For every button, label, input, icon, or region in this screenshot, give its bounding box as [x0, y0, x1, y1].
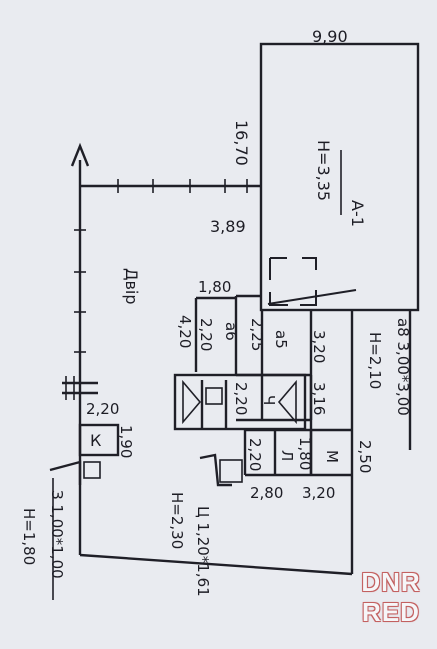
yard-boundary [62, 142, 354, 576]
ts-label: Ц 1,20*1,61 [194, 506, 212, 597]
ch-dim: 2,20 [232, 382, 250, 415]
dim-3-16: 3,16 [310, 382, 328, 415]
a6-label: а6 [222, 322, 240, 341]
building-a1 [259, 42, 420, 312]
ch-label: Ч [260, 395, 278, 405]
dim-4-20: 4,20 [176, 315, 194, 348]
a1-label: А-1 [348, 200, 367, 227]
dim-3-89: 3,89 [210, 217, 246, 236]
h-2-30: H=2,30 [168, 492, 186, 549]
m-label: М [323, 450, 341, 463]
l-dim: 2,20 [246, 438, 264, 471]
watermark-logo: DNR RED [351, 567, 431, 629]
a5-dim: 2,25 [248, 318, 266, 351]
dim-2-50: 2,50 [356, 440, 374, 473]
a1-length-dim: 16,70 [232, 120, 251, 166]
l-label: Л [278, 450, 296, 461]
z-label: З 1,00*1,00 [48, 490, 66, 579]
watermark-line2: RED [362, 597, 420, 627]
yard-label: Двір [122, 268, 141, 305]
a8-label: а8 3,00*3,00 [394, 318, 412, 416]
dim-1-80: 1,80 [198, 278, 231, 296]
stair-element [173, 373, 307, 431]
k-label: К [90, 431, 102, 450]
dim-2-20-k: 2,20 [86, 400, 119, 418]
a1-width-dim: 9,90 [312, 27, 348, 46]
h-2-10: H=2,10 [366, 332, 384, 389]
dashed-element [267, 257, 357, 306]
a1-height: H=3,35 [314, 140, 333, 201]
dim-1-90: 1,90 [117, 425, 135, 458]
dim-3-20-bottom: 3,20 [302, 484, 335, 502]
h-1-80: H=1,80 [20, 508, 38, 565]
dim-2-80: 2,80 [250, 484, 283, 502]
m-dim: 1,80 [296, 437, 314, 470]
watermark-line1: DNR [361, 567, 421, 597]
small-structures [49, 423, 243, 487]
dim-3-20-top: 3,20 [310, 330, 328, 363]
a6-dim: 2,20 [197, 318, 215, 351]
a5-label: а5 [272, 330, 290, 349]
